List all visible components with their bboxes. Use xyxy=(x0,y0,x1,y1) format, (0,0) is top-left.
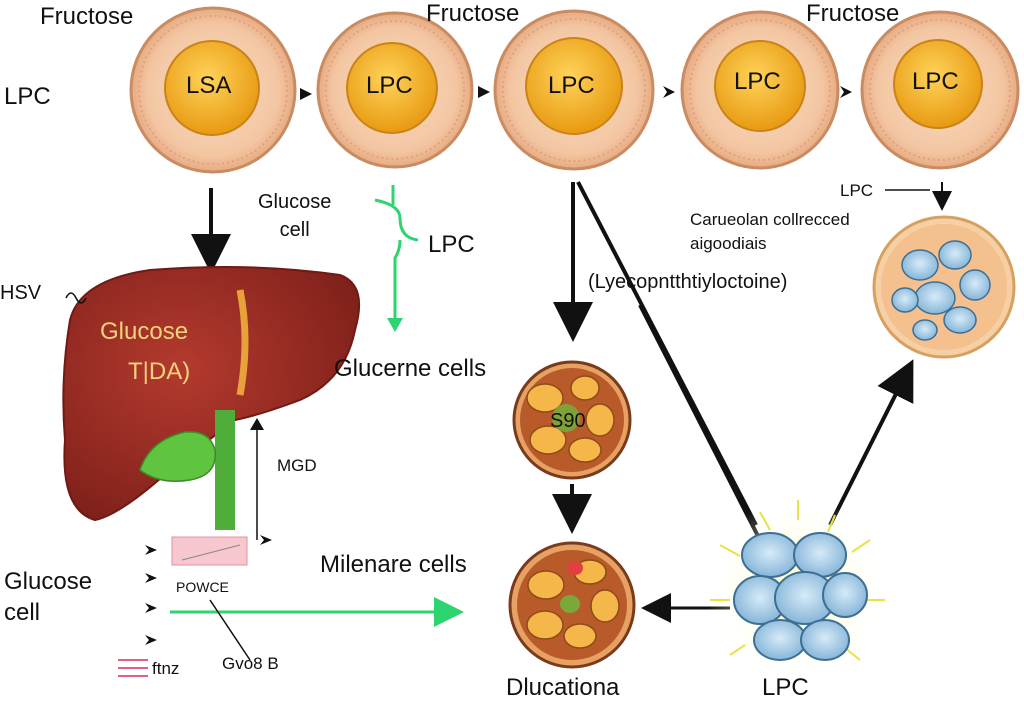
top-cell-5-label: LPC xyxy=(912,68,959,95)
arrowhead-2 xyxy=(478,86,490,98)
dlucation-cell xyxy=(508,541,636,669)
lpc-pointer-label: LPC xyxy=(840,181,874,200)
liver-label-1: Glucose xyxy=(100,318,189,345)
mgd-head xyxy=(250,418,264,430)
glucerne-cell xyxy=(512,360,632,480)
pink-box-line xyxy=(181,544,241,561)
left-arrow-marks xyxy=(145,535,272,645)
lyecop-label: (Lyecopntthtiyloctoine) xyxy=(588,271,788,293)
squiggle-label-1: ftnz xyxy=(152,659,180,678)
top-cell-4-label: LPC xyxy=(734,68,781,95)
arrowhead-3 xyxy=(663,86,675,98)
pointer-line xyxy=(209,599,251,661)
fructose-label-2: Fructose xyxy=(426,0,520,27)
glucerne-cells-label: Glucerne cells xyxy=(334,355,487,382)
lpc-cluster xyxy=(706,498,890,682)
dlucation-label: Dlucationa xyxy=(506,674,620,701)
carueolan-label: Carueolan collrecced aigoodiais xyxy=(690,210,850,253)
fructose-label-3: Fructose xyxy=(806,0,900,27)
green-branch xyxy=(374,198,419,320)
arrowhead-4 xyxy=(840,86,852,98)
fructose-label-1: Fructose xyxy=(40,3,134,30)
glucose-cell-label-top: Glucose cell xyxy=(258,191,332,241)
lpc-side-label: LPC xyxy=(4,83,51,110)
squiggle-label-2: Gvo8 B xyxy=(222,654,279,673)
top-cell-1-label: LSA xyxy=(186,72,232,99)
pink-box xyxy=(171,536,248,566)
blue-vesicle-cell xyxy=(872,215,1016,359)
top-cell-1 xyxy=(129,6,297,174)
arrowhead-1 xyxy=(300,88,312,100)
milenare-cells-label: Milenare cells xyxy=(320,551,467,578)
lpc-branch-label: LPC xyxy=(428,231,475,258)
top-cell-3 xyxy=(493,9,655,171)
top-cell-2 xyxy=(316,11,474,169)
top-cell-3-label: LPC xyxy=(548,72,595,99)
hsv-squiggle xyxy=(65,292,87,304)
top-cell-4 xyxy=(680,10,840,170)
liver xyxy=(62,265,361,530)
liver-label-2: T|DA) xyxy=(128,358,191,385)
top-cell-5 xyxy=(860,10,1020,170)
top-cell-2-label: LPC xyxy=(366,72,413,99)
s90-label: S90 xyxy=(550,410,586,432)
diagonal-line-2 xyxy=(638,304,762,541)
glucose-cell-label-bottom: Glucose cell xyxy=(4,568,93,627)
powce-label: POWCE xyxy=(176,579,229,595)
arrow-to-blue-cell xyxy=(828,359,914,526)
green-branch-head xyxy=(387,318,403,332)
lpc-bottom-label: LPC xyxy=(762,674,809,701)
hsv-label: HSV xyxy=(0,282,42,304)
pink-squiggle xyxy=(118,659,148,677)
mgd-label: MGD xyxy=(277,456,317,475)
